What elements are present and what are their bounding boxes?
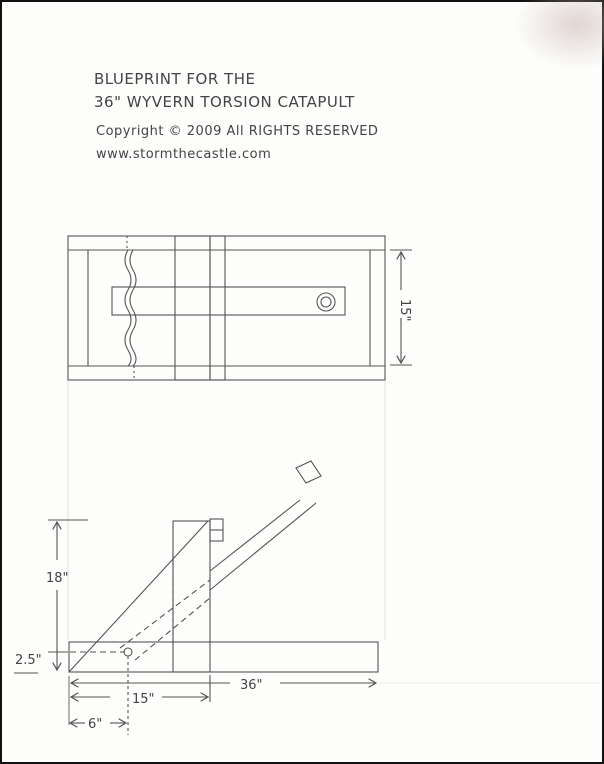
paper-smudge (514, 0, 604, 70)
title-line-1: BLUEPRINT FOR THE (94, 70, 256, 88)
top-view: 15" (67, 235, 412, 640)
base-height-label: 2.5" (15, 653, 42, 668)
side-view: 18" 2.5" 36" 15" 6" (14, 460, 600, 735)
throwing-arm (209, 499, 301, 572)
throwing-arm-top (111, 286, 346, 316)
website-line: www.stormthecastle.com (96, 147, 272, 162)
torsion-rope (124, 249, 132, 367)
base-side (68, 641, 379, 673)
top-frame-outer (67, 235, 386, 381)
crossbar (209, 235, 226, 381)
length-dimension-label: 36" (240, 678, 263, 693)
upright-position-label: 15" (132, 692, 155, 707)
copyright-line: Copyright © 2009 All RIGHTS RESERVED (96, 124, 379, 139)
pivot-position-label: 6" (88, 717, 102, 732)
bucket-top (316, 292, 336, 312)
title-line-2: 36" WYVERN TORSION CATAPULT (94, 93, 355, 111)
bucket-side (295, 460, 322, 484)
width-dimension-label: 15" (397, 299, 412, 322)
upright-side (172, 520, 211, 673)
height-dimension-label: 18" (46, 571, 69, 586)
upright-tabs (174, 235, 211, 381)
diagonal-brace (68, 520, 209, 673)
